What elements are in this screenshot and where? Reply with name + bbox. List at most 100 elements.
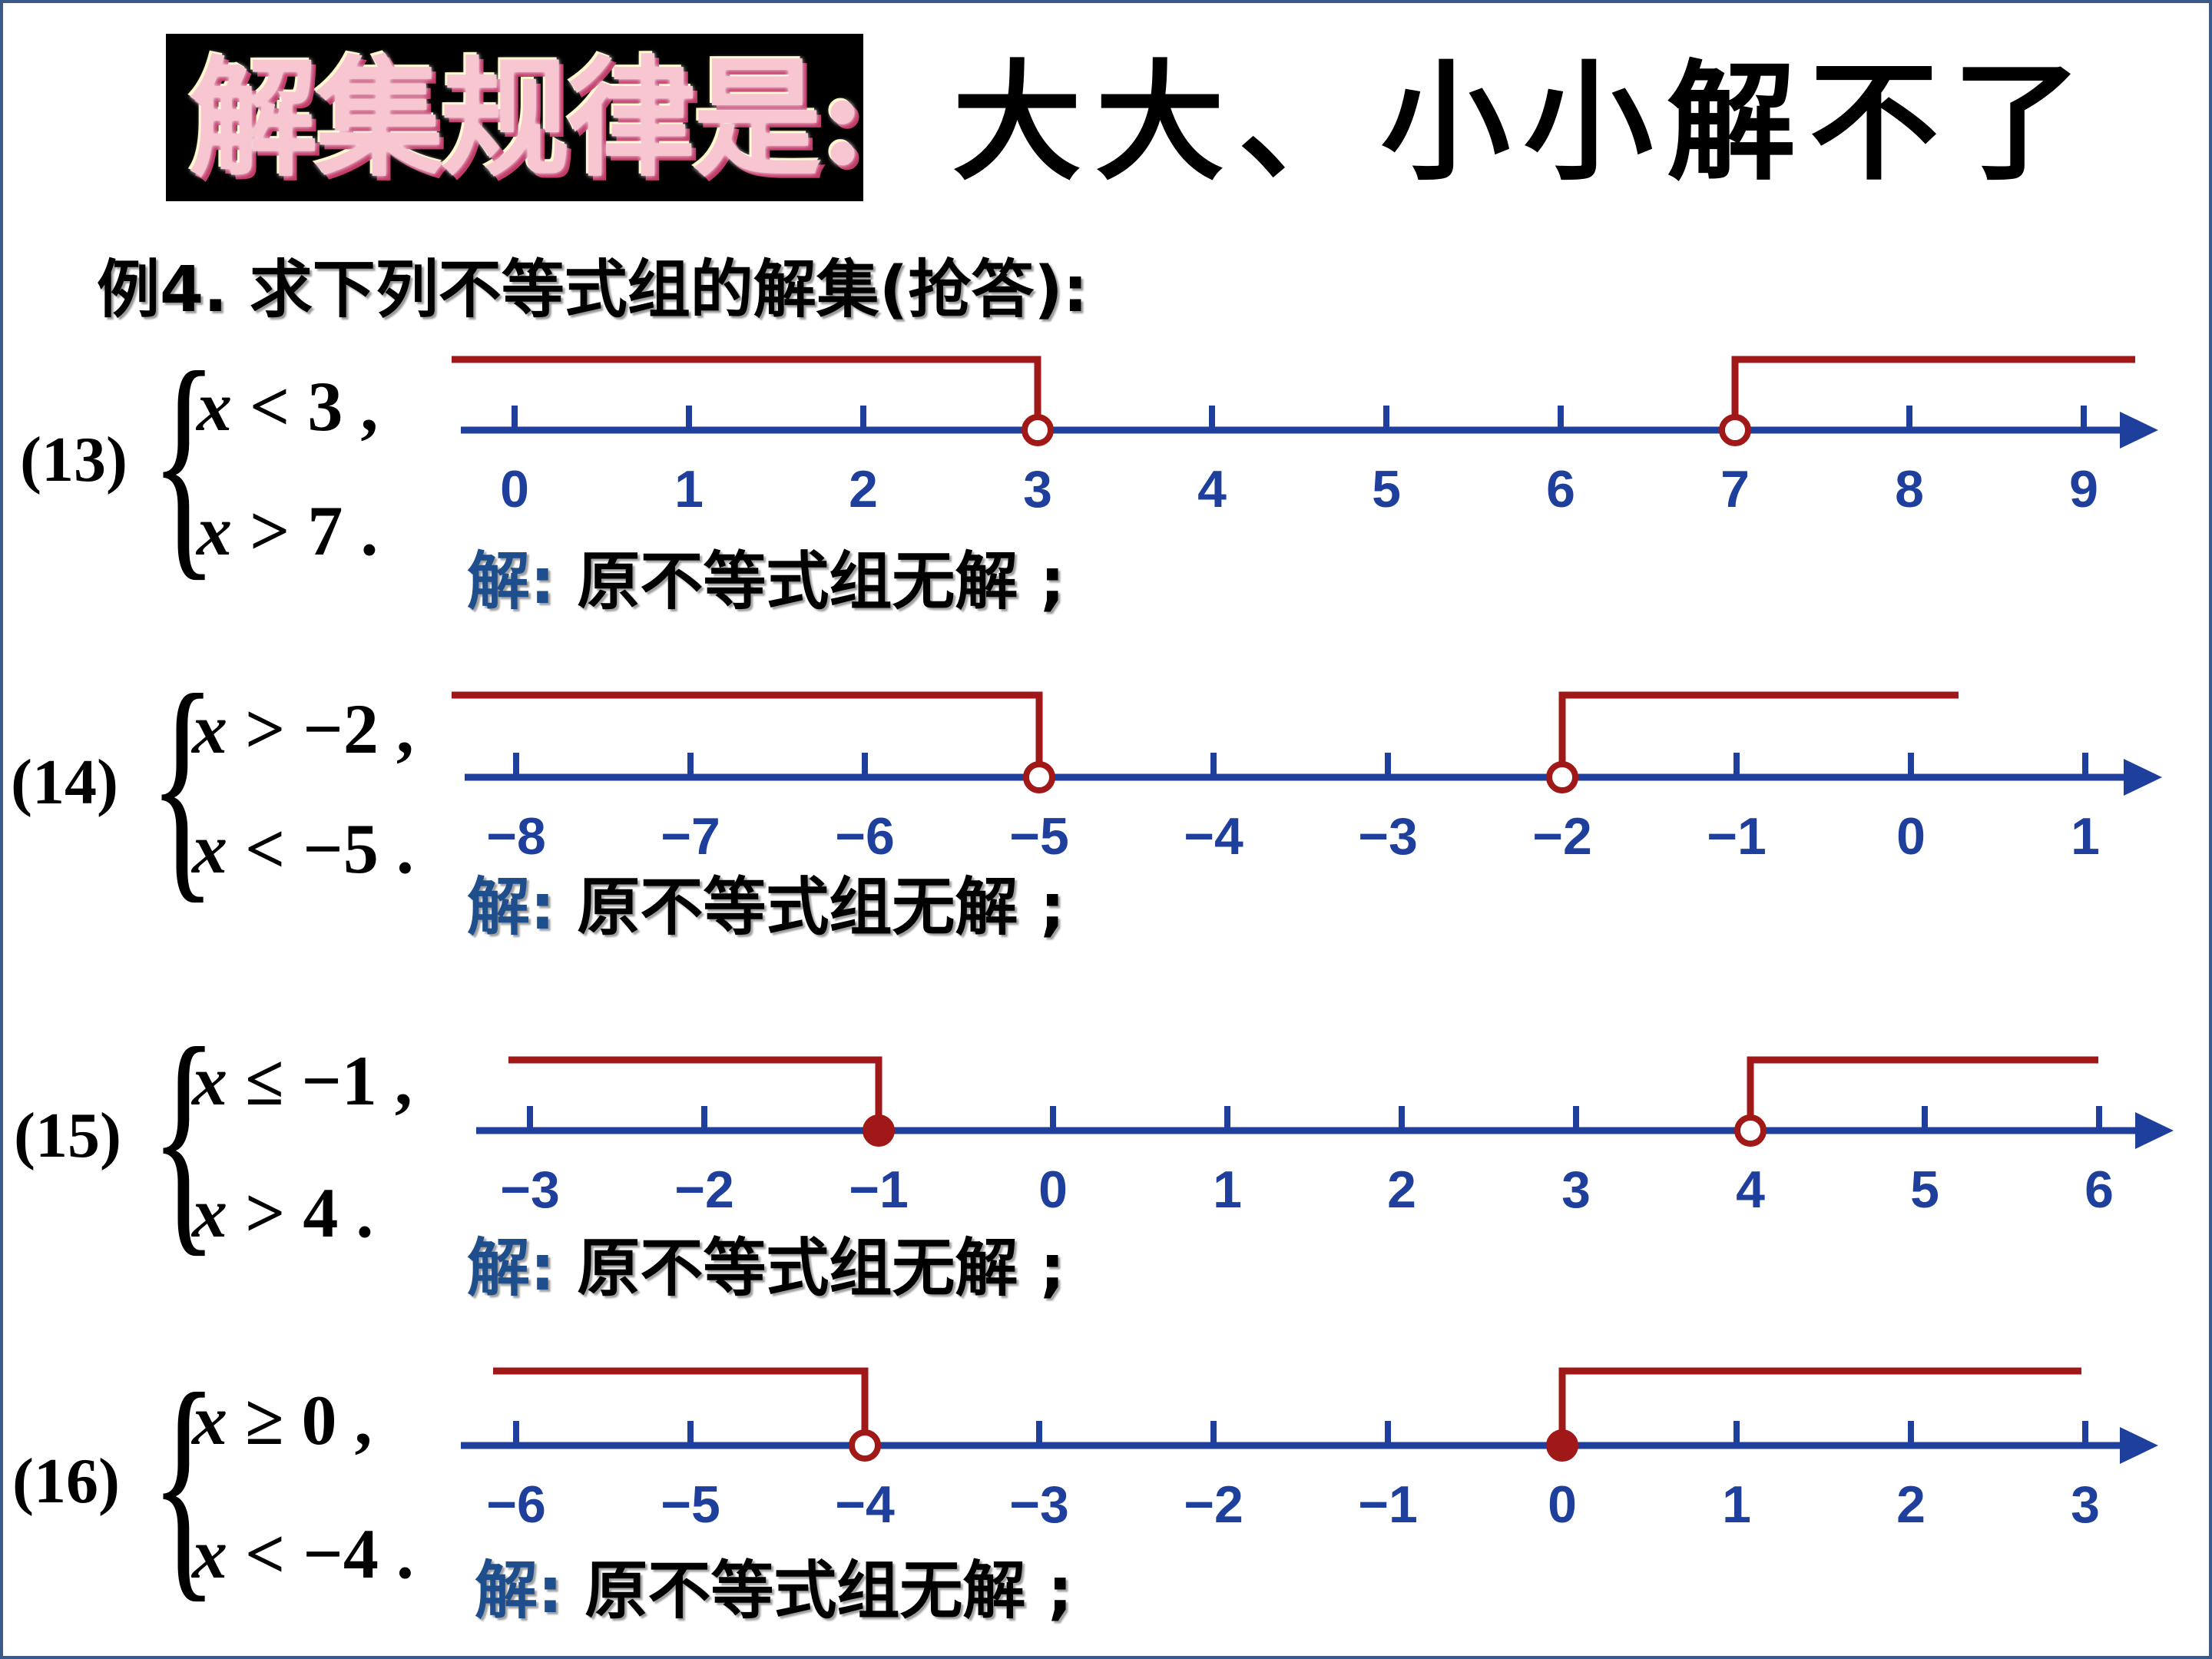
tick-label: −8 (486, 807, 546, 866)
open-endpoint (1546, 761, 1578, 793)
tick-label: 0 (1896, 807, 1926, 866)
answer-prefix: 解: (475, 1555, 563, 1628)
ineq-var: x (192, 690, 227, 768)
left-solution-ray (452, 691, 1043, 777)
inequality-1: x < 3 , (197, 366, 378, 447)
ineq-var: x (197, 492, 232, 570)
left-solution-ray (493, 1367, 869, 1445)
tick-label: −6 (835, 807, 895, 866)
answer-text: 原不等式组无解 ; (577, 1232, 1065, 1305)
open-endpoint (1023, 761, 1055, 793)
ineq-rel: < −5 . (245, 810, 414, 888)
tick-label: 4 (1736, 1161, 1765, 1219)
problem-label: (14) (11, 747, 118, 818)
ineq-rel: < −4 . (245, 1515, 414, 1593)
ineq-var: x (192, 1174, 227, 1252)
number-line-14: −8 −7 −6 −5 −4 −3 −2 −1 0 1 (452, 691, 2162, 866)
inequality-2: x > 7 . (197, 490, 378, 571)
ineq-rel: ≤ −1 , (245, 1041, 412, 1120)
left-solution-ray (508, 1056, 882, 1131)
tick-label: 0 (1038, 1161, 1068, 1219)
tick-label: −3 (1009, 1475, 1069, 1534)
tick-label: 7 (1720, 460, 1750, 518)
ineq-var: x (192, 1381, 227, 1459)
tick-label: −5 (1009, 807, 1069, 866)
tick-label: 1 (674, 460, 704, 518)
axis-arrow-icon (2135, 1112, 2174, 1149)
tick-label: 1 (1722, 1475, 1751, 1534)
tick-label: −2 (1184, 1475, 1243, 1534)
tick-label: −4 (1184, 807, 1243, 866)
closed-endpoint (863, 1114, 895, 1147)
ineq-rel: > 4 . (245, 1174, 374, 1252)
closed-endpoint (1546, 1429, 1578, 1462)
tick-label: 1 (1213, 1161, 1242, 1219)
tick-label: 2 (849, 460, 878, 518)
tick-label: 6 (1546, 460, 1575, 518)
answer-prefix: 解: (467, 1232, 555, 1305)
ineq-var: x (192, 1041, 227, 1120)
tick-label: 6 (2085, 1161, 2114, 1219)
ineq-rel: ≥ 0 , (245, 1381, 373, 1459)
rule-text: 大大、小小解不了 (952, 48, 2095, 198)
rule-label-box: 解集规律是: (166, 34, 863, 201)
ineq-rel: < 3 , (250, 367, 379, 445)
left-solution-ray (452, 356, 1041, 430)
brace-icon: { (151, 321, 218, 601)
answer: 解: 原不等式组无解 ; (475, 1539, 1073, 1631)
brace-icon: { (149, 644, 217, 924)
tick-label: −7 (661, 807, 720, 866)
inequality-2: x < −5 . (192, 808, 414, 889)
ineq-var: x (192, 1515, 227, 1593)
example-title: 例4. 求下列不等式组的解集(抢答): (97, 253, 1088, 326)
axis-arrow-icon (2124, 759, 2162, 796)
open-endpoint (849, 1429, 881, 1462)
right-solution-ray (1731, 356, 2135, 430)
tick-label: −2 (674, 1161, 734, 1219)
inequality-1: x ≤ −1 , (192, 1040, 412, 1121)
tick-label: 9 (2069, 460, 2098, 518)
brace-icon: { (151, 997, 218, 1277)
answer-text: 原不等式组无解 ; (577, 871, 1065, 944)
inequality-2: x < −4 . (192, 1513, 414, 1594)
tick-label: −3 (500, 1161, 560, 1219)
tick-label: 5 (1910, 1161, 1939, 1219)
tick-label: −5 (661, 1475, 720, 1534)
open-endpoint (1022, 414, 1054, 446)
tick-label: −1 (1707, 807, 1767, 866)
tick-label: 8 (1895, 460, 1924, 518)
ineq-var: x (192, 810, 227, 888)
answer: 解: 原不等式组无解 ; (467, 530, 1065, 621)
rule-label: 解集规律是: (189, 42, 863, 194)
tick-label: 2 (1896, 1475, 1926, 1534)
answer: 解: 原不等式组无解 ; (467, 856, 1065, 947)
answer-text: 原不等式组无解 ; (577, 545, 1065, 618)
answer: 解: 原不等式组无解 ; (467, 1217, 1065, 1308)
answer-prefix: 解: (467, 871, 555, 944)
inequality-1: x > −2 , (192, 688, 414, 770)
tick-label: −2 (1532, 807, 1592, 866)
ineq-rel: > 7 . (250, 492, 379, 570)
ineq-rel: > −2 , (245, 690, 414, 768)
problem-label: (16) (12, 1445, 120, 1517)
brace-icon: { (151, 1343, 218, 1623)
axis-arrow-icon (2120, 412, 2158, 449)
tick-label: 4 (1197, 460, 1227, 518)
right-solution-ray (1558, 691, 1959, 777)
tick-label: −1 (849, 1161, 909, 1219)
problem-label: (13) (20, 424, 127, 495)
tick-label: 3 (2071, 1475, 2100, 1534)
tick-label: −1 (1358, 1475, 1418, 1534)
problem-label: (15) (14, 1100, 121, 1171)
inequality-2: x > 4 . (192, 1172, 373, 1253)
tick-label: 2 (1387, 1161, 1416, 1219)
tick-label: 0 (1548, 1475, 1577, 1534)
tick-label: −3 (1358, 807, 1418, 866)
tick-label: 3 (1023, 460, 1052, 518)
right-solution-ray (1747, 1056, 2098, 1131)
tick-label: 1 (2071, 807, 2100, 866)
